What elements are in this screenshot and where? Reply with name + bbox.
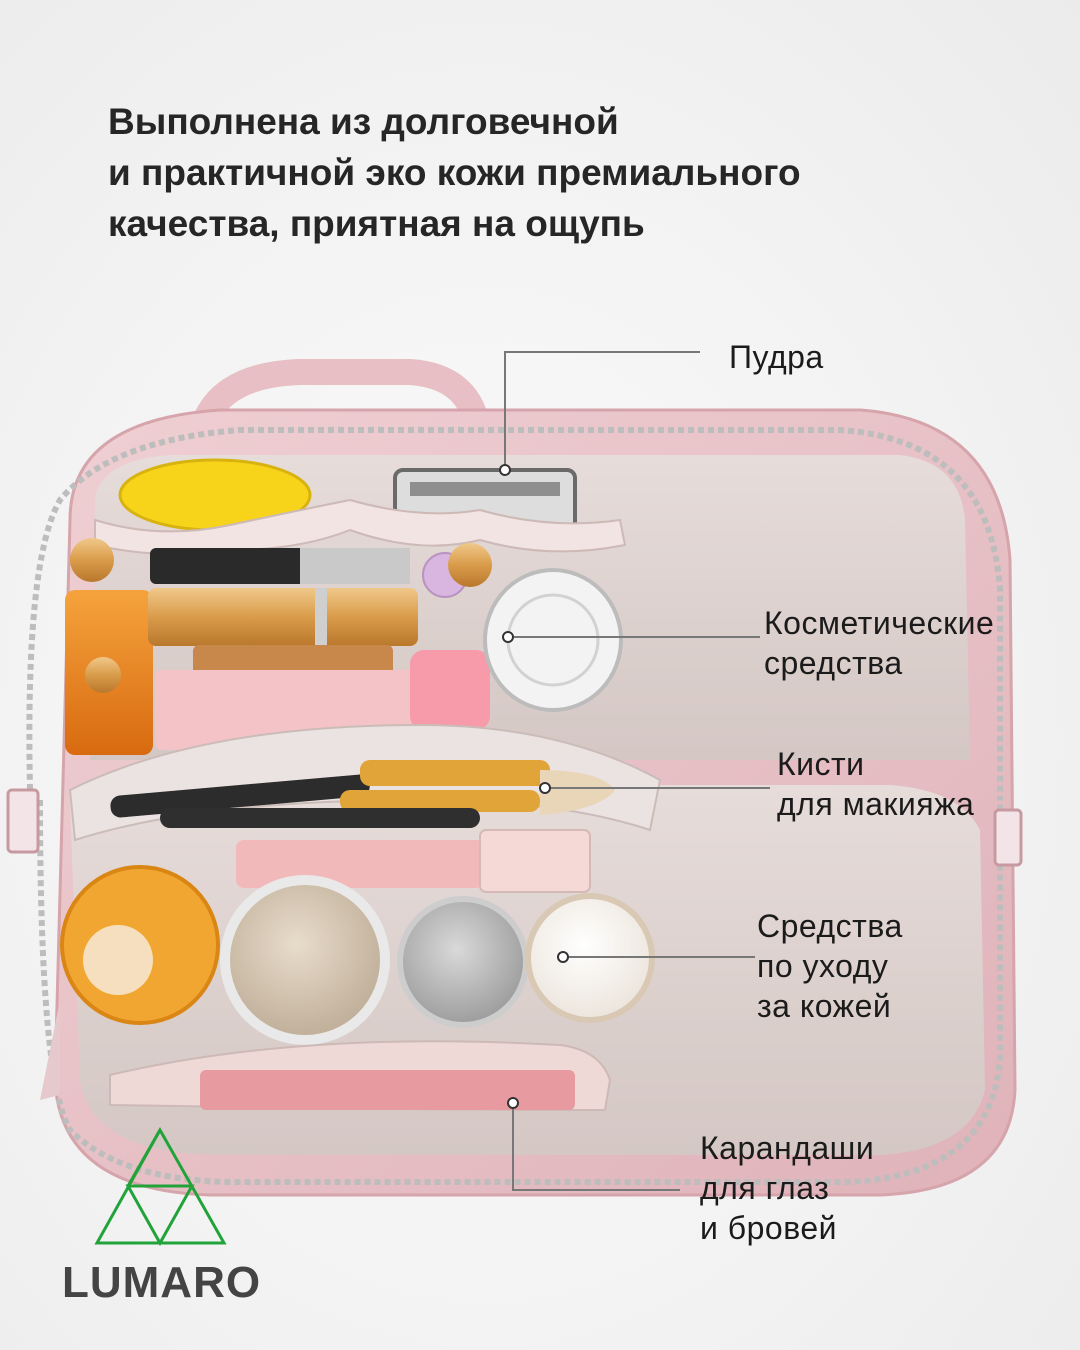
cream-jar-large <box>220 875 390 1045</box>
gold-tube <box>148 588 418 646</box>
callout-cosmetics-line-1: Косметические <box>764 605 995 641</box>
callout-skincare-line-2: по уходу <box>757 948 889 984</box>
callout-pencils-line-3: и бровей <box>700 1210 837 1246</box>
glass-jar <box>483 568 623 712</box>
zipper-track <box>26 427 1003 800</box>
callout-cosmetics-line-2: средства <box>764 645 903 681</box>
brand-triangle-logo-icon <box>94 1126 227 1247</box>
callout-cosmetics: Косметические средства <box>764 603 994 683</box>
callout-brushes-line-1: Кисти <box>777 746 865 782</box>
pink-bottle <box>410 650 490 730</box>
callout-skincare: Средства по уходу за кожей <box>757 906 903 1026</box>
pencil-case <box>200 1070 575 1110</box>
callout-skincare-line-3: за кожей <box>757 988 892 1024</box>
callout-pencils-line-2: для глаз <box>700 1170 830 1206</box>
brand-name: LUMARO <box>62 1258 262 1307</box>
headline-line-3: качества, приятная на ощупь <box>108 203 645 244</box>
silver-jar <box>397 896 529 1028</box>
callout-powder-line-1: Пудра <box>729 339 824 375</box>
callout-brushes: Кисти для макияжа <box>777 744 974 824</box>
bag-handle <box>187 359 491 453</box>
makeup-brush-1 <box>110 774 370 818</box>
headline: Выполнена из долговечной и практичной эк… <box>108 96 988 249</box>
zipper-pull-left <box>6 788 40 854</box>
callout-brushes-line-2: для макияжа <box>777 786 975 822</box>
zipper-pull-right <box>993 808 1023 867</box>
leader-dots <box>499 464 569 1109</box>
callout-powder: Пудра <box>729 337 824 377</box>
callout-pencils-line-1: Карандаши <box>700 1130 875 1166</box>
headline-line-2: и практичной эко кожи премиального <box>108 152 801 193</box>
leader-lines <box>504 351 770 1191</box>
brush-case <box>236 840 484 888</box>
callout-skincare-line-1: Средства <box>757 908 903 944</box>
callout-pencils: Карандаши для глаз и бровей <box>700 1128 874 1248</box>
headline-line-1: Выполнена из долговечной <box>108 101 619 142</box>
